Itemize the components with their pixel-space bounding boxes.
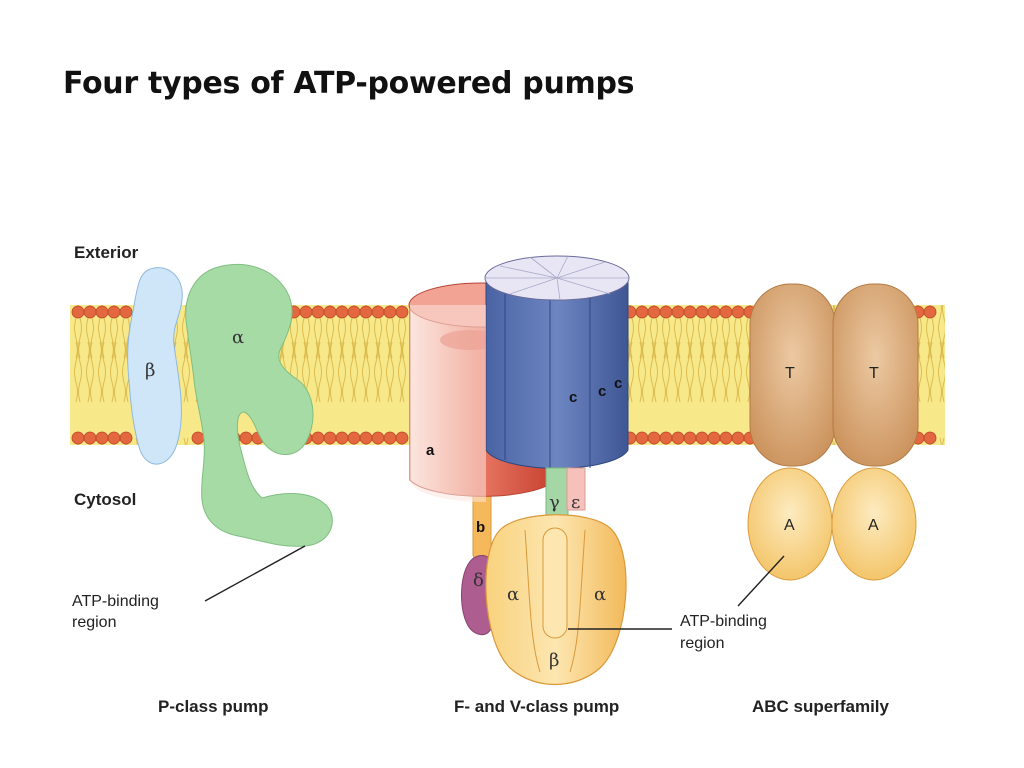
lipid-head [107, 431, 121, 445]
lipid-head [395, 431, 409, 445]
lipid-head [383, 431, 397, 445]
abc-transporter: T T A A ABC superfamily [737, 283, 919, 716]
fv-c-label-3: c [614, 375, 622, 392]
lipid-head [683, 305, 697, 319]
lipid-head [383, 305, 397, 319]
lipid-head [83, 305, 97, 319]
p-atp-label-line2: region [72, 614, 116, 631]
lipid-head [311, 431, 325, 445]
fv-beta-label: β [549, 650, 559, 671]
lipid-head [239, 431, 253, 445]
fv-epsilon-stalk [566, 467, 586, 511]
fv-class-caption: F- and V-class pump [454, 697, 619, 716]
lipid-head [323, 305, 337, 319]
lipid-head [119, 305, 133, 319]
lipid-head [95, 431, 109, 445]
lipid-head [707, 305, 721, 319]
lipid-head [395, 305, 409, 319]
lipid-head [671, 431, 685, 445]
lipid-head [695, 305, 709, 319]
abc-t-label-left: T [785, 365, 795, 382]
lipid-head [335, 431, 349, 445]
fv-class-pump: a b c c c γ ε δ α α β ATP-binding region… [408, 255, 767, 716]
abc-caption: ABC superfamily [752, 697, 890, 716]
lipid-head [107, 305, 121, 319]
cytosol-label: Cytosol [74, 490, 136, 509]
fv-delta-label: δ [473, 570, 484, 591]
fv-a-label: a [426, 442, 435, 459]
lipid-head [323, 431, 337, 445]
lipid-head [731, 305, 745, 319]
abc-a-label-right: A [868, 517, 879, 534]
lipid-head [83, 431, 97, 445]
lipid-head [695, 431, 709, 445]
lipid-head [347, 431, 361, 445]
lipid-head [683, 431, 697, 445]
lipid-head [119, 431, 133, 445]
lipid-head [359, 305, 373, 319]
p-alpha-subunit [185, 263, 333, 547]
lipid-head [95, 305, 109, 319]
lipid-head [707, 431, 721, 445]
lipid-head [371, 431, 385, 445]
lipid-head [335, 305, 349, 319]
fv-alpha-left-label: α [507, 584, 519, 605]
p-alpha-label: α [232, 327, 244, 348]
lipid-head [923, 305, 937, 319]
lipid-head [299, 305, 313, 319]
p-beta-subunit [127, 267, 183, 465]
fv-c-label-2: c [598, 383, 606, 400]
lipid-head [923, 431, 937, 445]
lipid-head [647, 431, 661, 445]
lipid-head [647, 305, 661, 319]
fv-epsilon-label: ε [571, 492, 580, 513]
p-class-pump: β α ATP-binding region P-class pump [72, 263, 333, 716]
p-beta-label: β [145, 360, 155, 381]
lipid-head [371, 305, 385, 319]
lipid-head [311, 305, 325, 319]
exterior-label: Exterior [74, 243, 139, 262]
lipid-head [71, 305, 85, 319]
p-atp-pointer [204, 545, 306, 602]
lipid-head [671, 305, 685, 319]
lipid-head [659, 305, 673, 319]
lipid-head [635, 431, 649, 445]
fv-atp-label-line2: region [680, 635, 724, 652]
p-atp-label-line1: ATP-binding [72, 593, 159, 610]
p-class-caption: P-class pump [158, 697, 269, 716]
abc-t-label-right: T [869, 365, 879, 382]
lipid-head [719, 305, 733, 319]
fv-atp-label-line1: ATP-binding [680, 613, 767, 630]
fv-c-label-1: c [569, 389, 577, 406]
lipid-head [731, 431, 745, 445]
abc-a-label-left: A [784, 517, 795, 534]
lipid-head [635, 305, 649, 319]
abc-a-domain-right [831, 467, 917, 581]
fv-gamma-label: γ [549, 492, 560, 513]
abc-atp-pointer [737, 555, 785, 607]
lipid-head [71, 431, 85, 445]
lipid-head [347, 305, 361, 319]
lipid-head [719, 431, 733, 445]
abc-t-domain-right [832, 283, 919, 467]
slide-title: Four types of ATP-powered pumps [63, 66, 635, 101]
lipid-head [359, 431, 373, 445]
lipid-head [191, 431, 205, 445]
fv-alpha-right-label: α [594, 584, 606, 605]
fv-b-label: b [476, 519, 485, 536]
lipid-head [659, 431, 673, 445]
fv-c-ring [485, 277, 629, 469]
